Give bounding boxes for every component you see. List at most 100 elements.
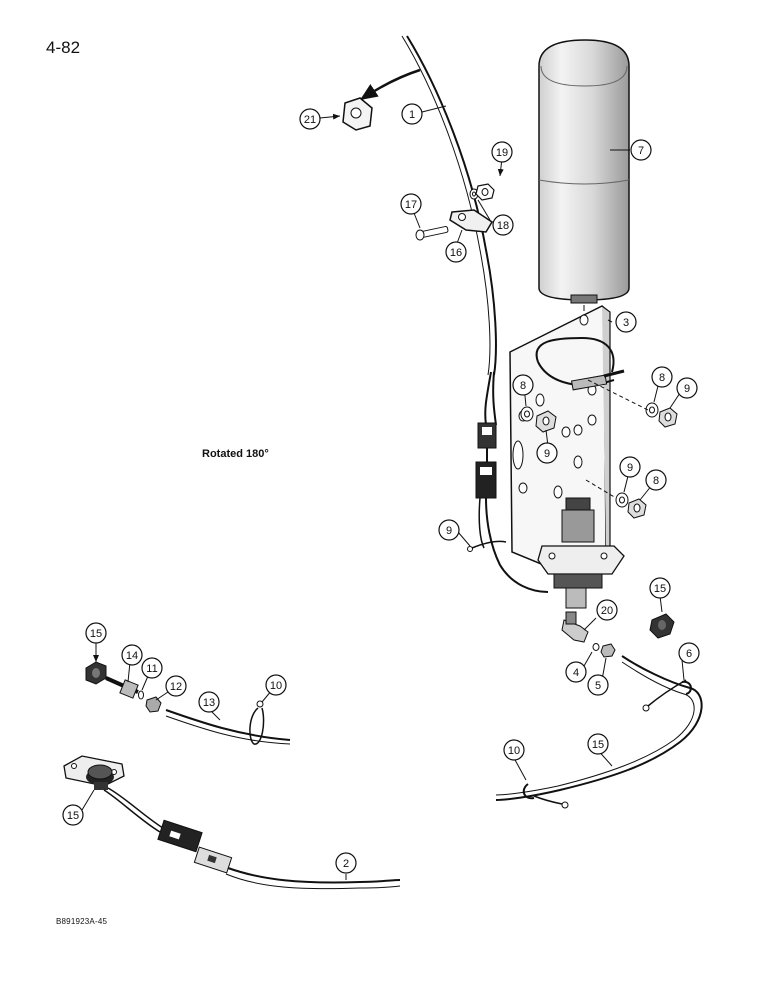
callout-number: 2 bbox=[343, 858, 349, 870]
tie-strap-15-right-top bbox=[642, 679, 692, 712]
page-number: 4-82 bbox=[46, 38, 81, 57]
callout-circle bbox=[400, 193, 422, 215]
nut-6 bbox=[600, 643, 616, 658]
callout-20: 20 bbox=[596, 599, 618, 621]
hose-clamp bbox=[535, 336, 625, 391]
callout-13: 13 bbox=[198, 691, 220, 713]
tube-10-left bbox=[165, 709, 291, 745]
callout-15: 15 bbox=[85, 622, 107, 644]
cap-20 bbox=[649, 613, 675, 639]
callout-11: 11 bbox=[141, 657, 163, 679]
harness-wire bbox=[401, 35, 497, 426]
callout-19: 19 bbox=[491, 141, 513, 163]
callout-circle bbox=[62, 804, 84, 826]
callout-circle bbox=[536, 442, 558, 464]
harness-connector bbox=[475, 422, 549, 593]
callout-number: 13 bbox=[203, 697, 215, 709]
callout-9: 9 bbox=[676, 377, 698, 399]
callout-number: 15 bbox=[592, 739, 604, 751]
callout-number: 9 bbox=[544, 448, 550, 460]
callout-circle bbox=[445, 241, 467, 263]
tube-10-right bbox=[495, 655, 703, 801]
screw-17 bbox=[415, 226, 449, 241]
tie-strap-15-upper bbox=[467, 540, 507, 552]
clip-16 bbox=[449, 209, 494, 233]
callout-number: 18 bbox=[497, 220, 509, 232]
callout-number: 8 bbox=[520, 380, 526, 392]
callout-circle bbox=[265, 674, 287, 696]
callout-10: 10 bbox=[503, 739, 525, 761]
callout-number: 1 bbox=[409, 109, 415, 121]
nut-19 bbox=[475, 183, 495, 201]
tie-strap-15-right-bottom bbox=[522, 783, 569, 809]
callout-circle bbox=[651, 366, 673, 388]
callout-8: 8 bbox=[512, 374, 534, 396]
nut-9-lower-right bbox=[627, 498, 647, 519]
callout-circle bbox=[649, 577, 671, 599]
callout-circle bbox=[141, 657, 163, 679]
callout-circle bbox=[85, 622, 107, 644]
callout-number: 11 bbox=[146, 663, 157, 675]
washer-8-upper-right bbox=[645, 402, 659, 418]
callout-number: 14 bbox=[126, 650, 138, 662]
callout-8: 8 bbox=[651, 366, 673, 388]
callout-number: 15 bbox=[90, 628, 102, 640]
callout-circle bbox=[619, 456, 641, 478]
seal-12 bbox=[138, 690, 144, 700]
callout-circle bbox=[503, 739, 525, 761]
washer-8-lower-right bbox=[615, 492, 629, 508]
callout-number: 16 bbox=[450, 247, 462, 259]
callout-number: 4 bbox=[573, 667, 579, 679]
callout-15: 15 bbox=[587, 733, 609, 755]
callout-1: 1 bbox=[401, 103, 423, 125]
callout-circle bbox=[165, 675, 187, 697]
callout-circle bbox=[512, 374, 534, 396]
callout-circle bbox=[676, 377, 698, 399]
nut-13 bbox=[145, 696, 162, 713]
tie-strap-15-left bbox=[249, 700, 265, 745]
elbow-fitting-4 bbox=[561, 611, 589, 643]
callout-14: 14 bbox=[121, 644, 143, 666]
callout-circle bbox=[587, 733, 609, 755]
accumulator-cylinder bbox=[538, 39, 630, 304]
callout-5: 5 bbox=[587, 674, 609, 696]
callout-number: 15 bbox=[654, 583, 666, 595]
callout-circle bbox=[401, 103, 423, 125]
callout-circle bbox=[198, 691, 220, 713]
callout-3: 3 bbox=[615, 311, 637, 333]
rotated-note: Rotated 180° bbox=[202, 448, 269, 460]
callout-number: 9 bbox=[446, 525, 452, 537]
nut-9-upper-right bbox=[658, 407, 678, 428]
callout-15: 15 bbox=[649, 577, 671, 599]
callout-circle bbox=[121, 644, 143, 666]
callout-number: 20 bbox=[601, 605, 613, 617]
callout-circle bbox=[299, 108, 321, 130]
callout-number: 7 bbox=[638, 145, 644, 157]
callout-12: 12 bbox=[165, 675, 187, 697]
callout-number: 10 bbox=[270, 680, 282, 692]
callout-circle bbox=[645, 469, 667, 491]
nut-9-upper-left bbox=[535, 410, 557, 433]
callout-2: 2 bbox=[335, 852, 357, 874]
clip-pointer-arrow bbox=[359, 68, 421, 102]
callout-circle bbox=[587, 674, 609, 696]
callout-circle bbox=[492, 214, 514, 236]
callout-18: 18 bbox=[492, 214, 514, 236]
callout-circle bbox=[491, 141, 513, 163]
callout-8: 8 bbox=[645, 469, 667, 491]
nut-14 bbox=[85, 661, 107, 685]
accumulator-base-fitting bbox=[537, 497, 625, 609]
callout-number: 6 bbox=[686, 648, 692, 660]
callout-9: 9 bbox=[438, 519, 460, 541]
callout-circle bbox=[615, 311, 637, 333]
fitting-11 bbox=[105, 676, 139, 699]
washer-8-upper-left bbox=[520, 406, 534, 422]
callout-circle bbox=[596, 599, 618, 621]
callout-9: 9 bbox=[619, 456, 641, 478]
callout-15: 15 bbox=[62, 804, 84, 826]
callout-circle bbox=[565, 661, 587, 683]
callout-number: 15 bbox=[67, 810, 79, 822]
callout-number: 12 bbox=[170, 681, 182, 693]
callout-7: 7 bbox=[630, 139, 652, 161]
